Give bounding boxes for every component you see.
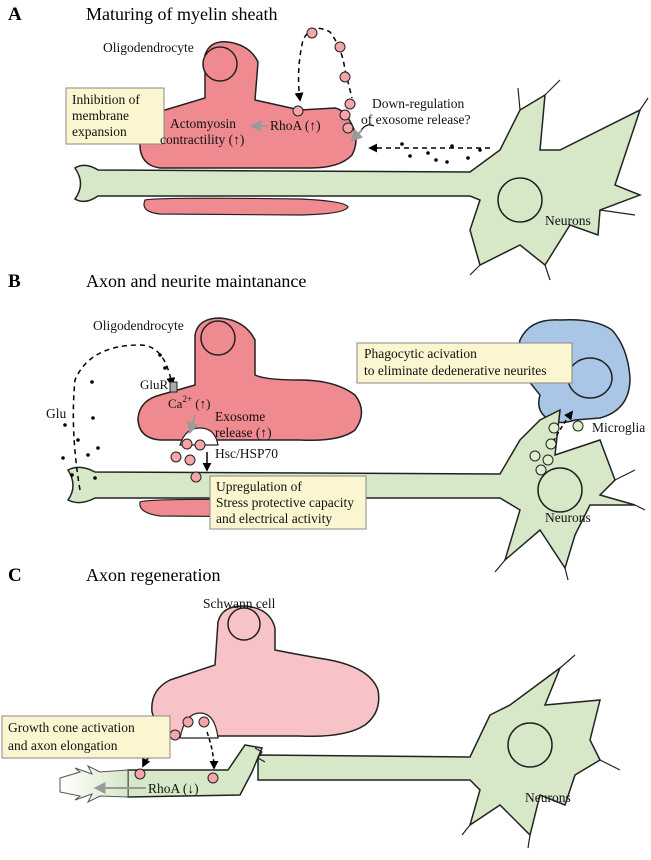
neurons-c-label: Neurons <box>525 790 571 805</box>
callout-b-bottom-line2: Stress protective capacity <box>216 495 354 510</box>
neurons-a-label: Neurons <box>545 213 591 228</box>
callout-c-line2: and axon elongation <box>8 738 118 753</box>
neuron-b-nucleus <box>537 467 583 513</box>
neuron-a-nucleus <box>497 177 543 223</box>
panel-b-letter: B <box>8 271 21 292</box>
exosome-label-2: release (↑) <box>215 425 272 440</box>
callout-a-line3: expansion <box>72 124 127 139</box>
recycling-dashed-arrow <box>294 27 353 102</box>
microglia-nucleus <box>567 357 613 399</box>
panel-c: C Axon regeneration Schwann cell <box>1 565 621 849</box>
glur-receptor <box>169 381 178 393</box>
oligodendrocyte-a-body <box>139 41 357 169</box>
growth-cone <box>59 764 129 804</box>
neuron-a-body <box>73 93 643 267</box>
glu-dashed-arrow <box>72 344 176 491</box>
glu-dots <box>61 353 167 480</box>
neuron-c <box>257 654 621 849</box>
callout-b-bottom-line1: Upregulation of <box>216 479 302 494</box>
schwann-cell-label: Schwann cell <box>203 596 276 611</box>
exosome-label-1: Exosome <box>215 409 265 424</box>
panel-a: A Maturing of myelin sheath Oligodendroc… <box>8 4 649 281</box>
callout-a-line1: Inhibition of <box>72 92 140 107</box>
myelin-sheath-lower <box>143 197 349 216</box>
arrow-vesicle-right <box>206 731 219 770</box>
downreg-label-2: of exosome release? <box>361 112 470 127</box>
arrow-ca-exosome <box>186 414 199 435</box>
signal-dots-a <box>400 142 482 164</box>
callout-b-bottom <box>209 475 367 530</box>
callout-b-top-line1: Phagocytic acivation <box>364 346 477 361</box>
ca-label: Ca2+ (↑) <box>168 394 210 411</box>
actomyosin-label-1: Actomyosin <box>170 116 236 131</box>
panel-b-title: Axon and neurite maintanance <box>86 271 306 291</box>
callout-a-line2: membrane <box>72 108 129 123</box>
oligodendrocyte-b-nucleus <box>200 320 236 356</box>
oligodendrocyte-a-label: Oligodendrocyte <box>103 40 194 55</box>
neuron-c-body <box>257 665 601 837</box>
actomyosin-label-2: contractility (↑) <box>160 132 244 147</box>
callout-c-line1: Growth cone activation <box>8 720 135 735</box>
panel-c-letter: C <box>8 565 22 586</box>
downreg-label-1: Down-regulation <box>372 96 464 111</box>
callout-b-top-line2: to eliminate dedenerative neurites <box>364 363 547 378</box>
oligodendrocyte-b-label: Oligodendrocyte <box>93 318 184 333</box>
arrow-inhibit-release <box>350 128 364 142</box>
schwann-cell-nucleus <box>227 607 261 641</box>
vesicles-b <box>170 438 206 483</box>
glur-label: GluR <box>140 377 169 392</box>
regenerating-axon <box>127 744 264 798</box>
callout-c <box>1 715 171 759</box>
callout-b-top <box>356 342 573 384</box>
oligodendrocyte-b-body <box>137 317 363 442</box>
schwann-cell <box>151 605 380 739</box>
glu-label: Glu <box>46 406 67 421</box>
rhoa-down-label: RhoA (↓) <box>148 781 199 796</box>
vesicles-a <box>292 27 356 134</box>
green-vesicles <box>529 420 584 476</box>
panel-b: B Axon and neurite maintanance Oligodend… <box>8 271 646 581</box>
oligodendrocyte-a <box>139 41 357 216</box>
callout-b-bottom-line3: and electrical activity <box>216 511 332 526</box>
callout-a <box>65 87 165 145</box>
neuron-a <box>73 79 649 281</box>
neuron-c-nucleus <box>507 722 553 768</box>
hsc-label: Hsc/HSP70 <box>215 446 278 461</box>
panel-a-title: Maturing of myelin sheath <box>86 4 277 24</box>
oligodendrocyte-a-nucleus <box>202 46 238 82</box>
neurons-b-label: Neurons <box>545 510 591 525</box>
microglia-label: Microglia <box>592 420 645 435</box>
schwann-cell-body <box>151 605 380 738</box>
panel-c-title: Axon regeneration <box>86 565 220 585</box>
axon-break <box>254 747 266 763</box>
panel-a-letter: A <box>8 4 22 25</box>
rhoa-up-label: RhoA (↑) <box>270 118 321 133</box>
